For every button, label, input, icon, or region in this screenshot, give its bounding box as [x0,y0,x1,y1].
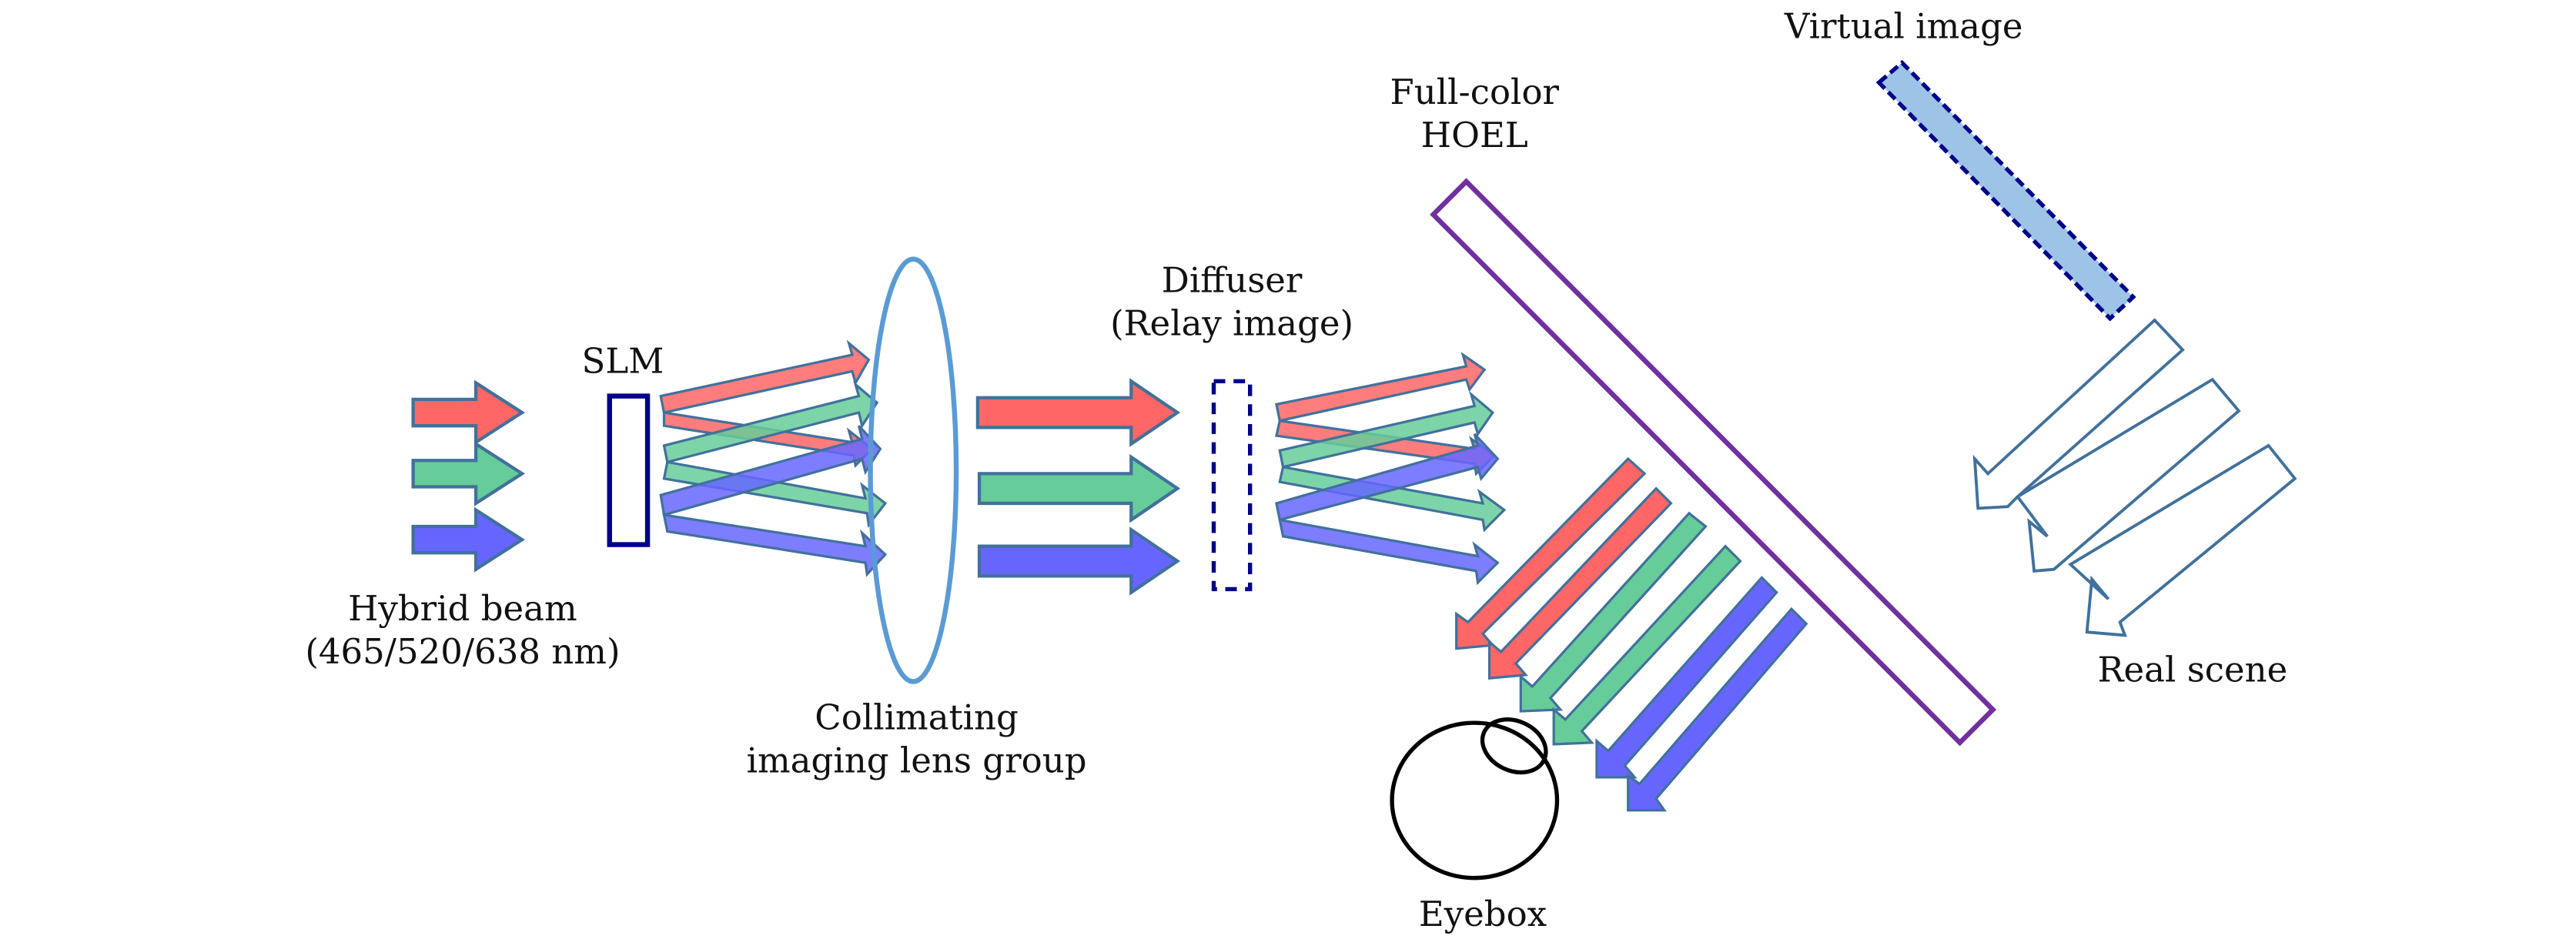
blue-reflected-1 [1595,576,1778,779]
real-scene-arrow-2 [2015,377,2241,573]
collimating-lens [868,256,959,684]
green-collimated-arrow [977,453,1181,523]
slm-label: SLM [582,341,664,382]
red-reflected-1 [1455,456,1647,650]
diffuser-scattered-beams [1275,352,1507,586]
blue-diffracted-down [662,513,888,577]
virtual-image [1875,59,2136,322]
diffuser-label-line1: Diffuser [1162,260,1303,301]
eyebox-label: Eyebox [1419,894,1547,934]
green-input-arrow [411,440,526,506]
red-scattered-up [1275,352,1487,423]
collimated-beams [975,378,1181,596]
blue-scattered-up [1275,433,1500,522]
blue-collimated-arrow [977,526,1181,596]
virtual-image-label: Virtual image [1784,5,2023,46]
real-scene-arrows [1972,318,2297,637]
lens-label-line2: imaging lens group [747,740,1087,780]
blue-reflected-2 [1627,607,1808,812]
eye-lens-icon [1480,717,1548,775]
slm-diffracted-beams [659,339,888,577]
hoel-label-line2: HOEL [1421,115,1528,155]
blue-input-arrow [411,506,526,573]
green-reflected-2 [1552,544,1742,746]
real-scene-label: Real scene [2098,650,2288,690]
real-scene-arrow-3 [2068,443,2297,637]
red-input-arrow [411,379,526,446]
eyeball-icon [1390,720,1560,881]
hybrid-beam-label-line2: (465/520/638 nm) [305,631,620,672]
diffuser-label-line2: (Relay image) [1110,302,1353,343]
green-reflected-1 [1519,511,1708,713]
hybrid-beam-arrows [411,379,526,573]
red-diffracted-up [659,339,871,414]
hoel-label-line1: Full-color [1390,72,1560,112]
full-color-hoel [1430,178,1997,747]
hybrid-beam-label-line1: Hybrid beam [348,588,577,629]
red-collimated-arrow [975,378,1181,447]
reflected-beams [1455,456,1808,812]
slm [607,393,651,547]
red-reflected-2 [1487,486,1673,680]
green-scattered-down [1278,465,1507,533]
lens-label-line1: Collimating [815,697,1019,738]
diffuser [1211,379,1253,592]
green-scattered-up [1278,390,1495,469]
blue-scattered-down [1278,518,1500,586]
real-scene-arrow-1 [1972,318,2185,510]
eyebox-eye [1390,717,1560,881]
